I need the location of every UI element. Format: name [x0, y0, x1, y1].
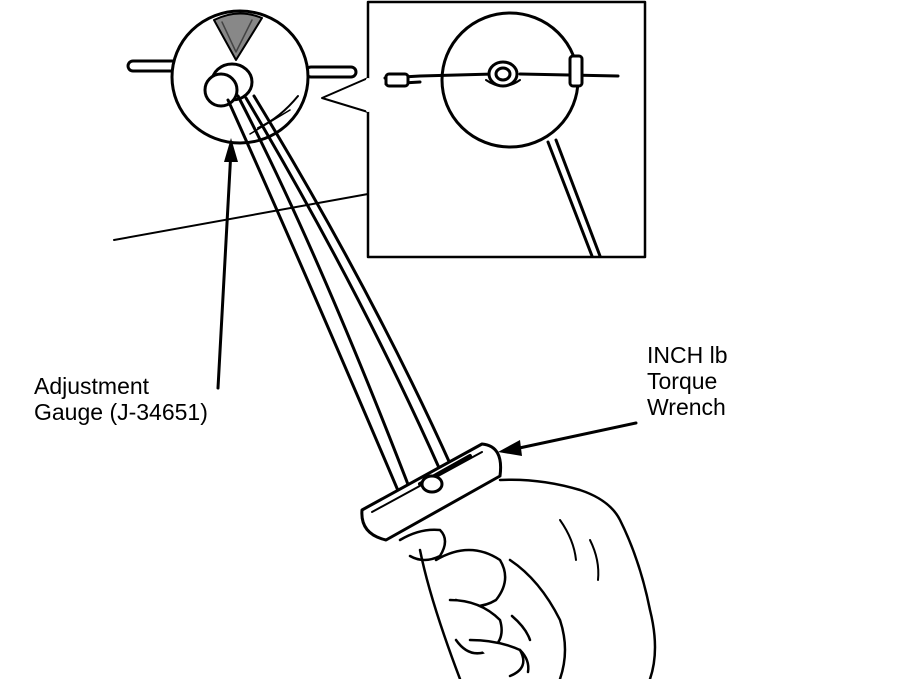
- wrench-label-line3: Wrench: [647, 394, 726, 420]
- wrench-leader-arrow: [498, 421, 638, 456]
- gauge-label-line2: Gauge (J-34651): [34, 399, 208, 425]
- gauge-leader-arrow: [216, 138, 238, 390]
- inset-detail: [321, 0, 647, 259]
- wrench-handle: [360, 442, 503, 542]
- adjustment-gauge: [126, 9, 358, 145]
- torque-wrench-label: INCH lb Torque Wrench: [647, 342, 728, 420]
- gauge-label-line1: Adjustment: [34, 373, 150, 399]
- hand: [398, 478, 657, 679]
- wrench-beam: [226, 94, 454, 502]
- adjustment-gauge-label: Adjustment Gauge (J-34651): [34, 373, 208, 425]
- wrench-label-line2: Torque: [647, 368, 718, 394]
- wrench-label-line1: INCH lb: [647, 342, 728, 368]
- reference-line: [113, 193, 369, 241]
